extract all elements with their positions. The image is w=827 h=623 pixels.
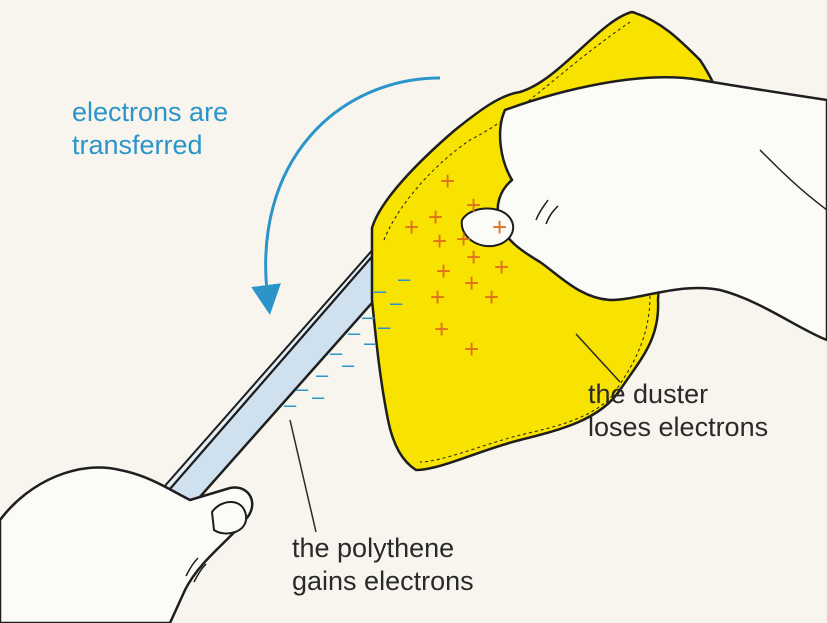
positive-charge: +: [440, 166, 455, 196]
negative-charge: –: [362, 304, 375, 329]
negative-charge: –: [296, 376, 309, 401]
label-line: electrons are: [72, 96, 228, 129]
lower-hand: [0, 467, 252, 623]
negative-charge: –: [348, 320, 361, 345]
negative-charge: –: [284, 392, 297, 417]
positive-charge: +: [494, 252, 509, 282]
positive-charge: +: [430, 282, 445, 312]
positive-charge: +: [434, 314, 449, 344]
negative-charge: –: [390, 290, 403, 315]
negative-charge: –: [342, 352, 355, 377]
label-line: gains electrons: [292, 565, 474, 598]
positive-charge: +: [464, 268, 479, 298]
label-line: loses electrons: [588, 411, 768, 444]
label-duster-loses-electrons: the duster loses electrons: [588, 378, 768, 444]
label-electrons-transferred: electrons are transferred: [72, 96, 228, 162]
negative-charge: –: [378, 314, 391, 339]
negative-charge: –: [374, 278, 387, 303]
label-line: the polythene: [292, 532, 474, 565]
label-polythene-gains-electrons: the polythene gains electrons: [292, 532, 474, 598]
negative-charge: –: [312, 384, 325, 409]
positive-charge: +: [466, 190, 481, 220]
label-line: the duster: [588, 378, 768, 411]
label-line: transferred: [72, 129, 228, 162]
negative-charge: –: [398, 266, 411, 291]
positive-charge: +: [492, 212, 507, 242]
positive-charge: +: [432, 226, 447, 256]
positive-charge: +: [464, 334, 479, 364]
positive-charge: +: [404, 212, 419, 242]
positive-charge: +: [484, 282, 499, 312]
negative-charge: –: [364, 330, 377, 355]
polythene-leader-line: [290, 420, 316, 532]
